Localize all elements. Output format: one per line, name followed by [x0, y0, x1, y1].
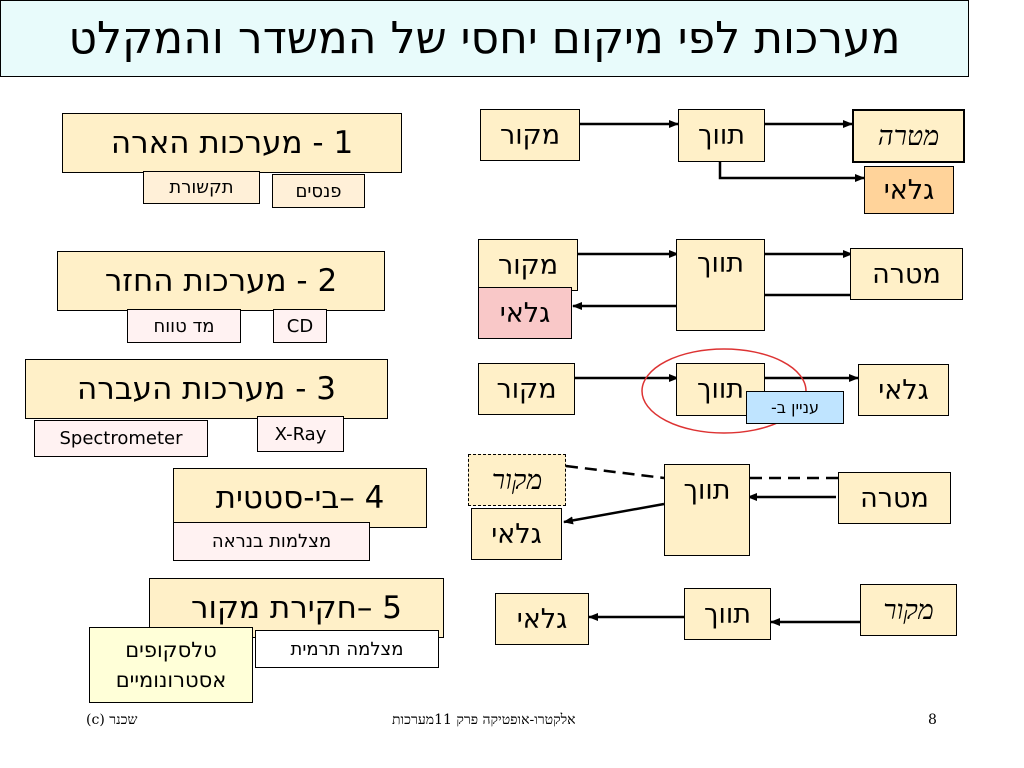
row3-detector-block: גלאי: [858, 364, 949, 416]
system-3-label: 3 - מערכות העברה: [25, 359, 388, 419]
row1-target-block: מטרה: [852, 109, 965, 163]
row1-source-block: מקור: [480, 109, 580, 161]
system-1-tag-lamps: פנסים: [272, 174, 365, 208]
footer-copyright: שכנר (c): [86, 712, 138, 728]
system-5-tag-telescopes-text: טלסקופים אסטרונומיים: [115, 638, 227, 692]
row5-detector-block: גלאי: [495, 593, 589, 645]
row2-target-block: מטרה: [850, 248, 963, 300]
footer-page-number: 8: [928, 712, 937, 728]
row4-target-block: מטרה: [838, 472, 951, 524]
system-3-tag-xray: X-Ray: [257, 416, 344, 452]
row4-medium-block: תווך: [664, 464, 750, 556]
system-4-label: 4 –בי-סטטית: [173, 468, 427, 528]
row4-detector-block: גלאי: [471, 508, 562, 560]
row1-detector-block: גלאי: [864, 166, 954, 214]
system-2-label: 2 - מערכות החזר: [57, 251, 385, 311]
row1-arrow-medium-detector: [718, 162, 865, 182]
row5-medium-block: תווך: [684, 588, 771, 640]
row3-source-block: מקור: [478, 363, 575, 415]
row4-dashed-source-medium: [565, 464, 665, 480]
row5-source-block: מקור: [860, 584, 957, 636]
system-2-tag-cd: CD: [273, 309, 327, 343]
system-1-tag-communication: תקשורת: [143, 171, 260, 204]
row4-arrow-medium-detector: [563, 502, 665, 525]
system-4-tag-visible-cameras: מצלמות בנראה: [173, 522, 370, 561]
system-3-tag-spectrometer: Spectrometer: [34, 420, 208, 457]
system-5-tag-thermal-camera: מצלמה תרמית: [255, 630, 439, 668]
interest-note-label: עניין ב-: [746, 391, 844, 424]
row4-source-block: מקור: [468, 454, 566, 506]
row1-medium-block: תווך: [678, 109, 765, 162]
row2-medium-block: תווך: [676, 239, 765, 331]
system-5-tag-telescopes: טלסקופים אסטרונומיים: [89, 627, 253, 703]
page-title: מערכות לפי מיקום יחסי של המשדר והמקלט: [0, 0, 969, 77]
footer-course-title: אלקטרו-אופטיקה פרק 11מערכות: [392, 712, 576, 728]
row3-medium-block: תווך: [676, 363, 765, 416]
system-2-tag-rangefinder: מד טווח: [127, 309, 241, 343]
row2-source-block: מקור: [478, 239, 578, 291]
row2-detector-block: גלאי: [478, 287, 572, 339]
system-5-label: 5 –חקירת מקור: [149, 578, 444, 638]
